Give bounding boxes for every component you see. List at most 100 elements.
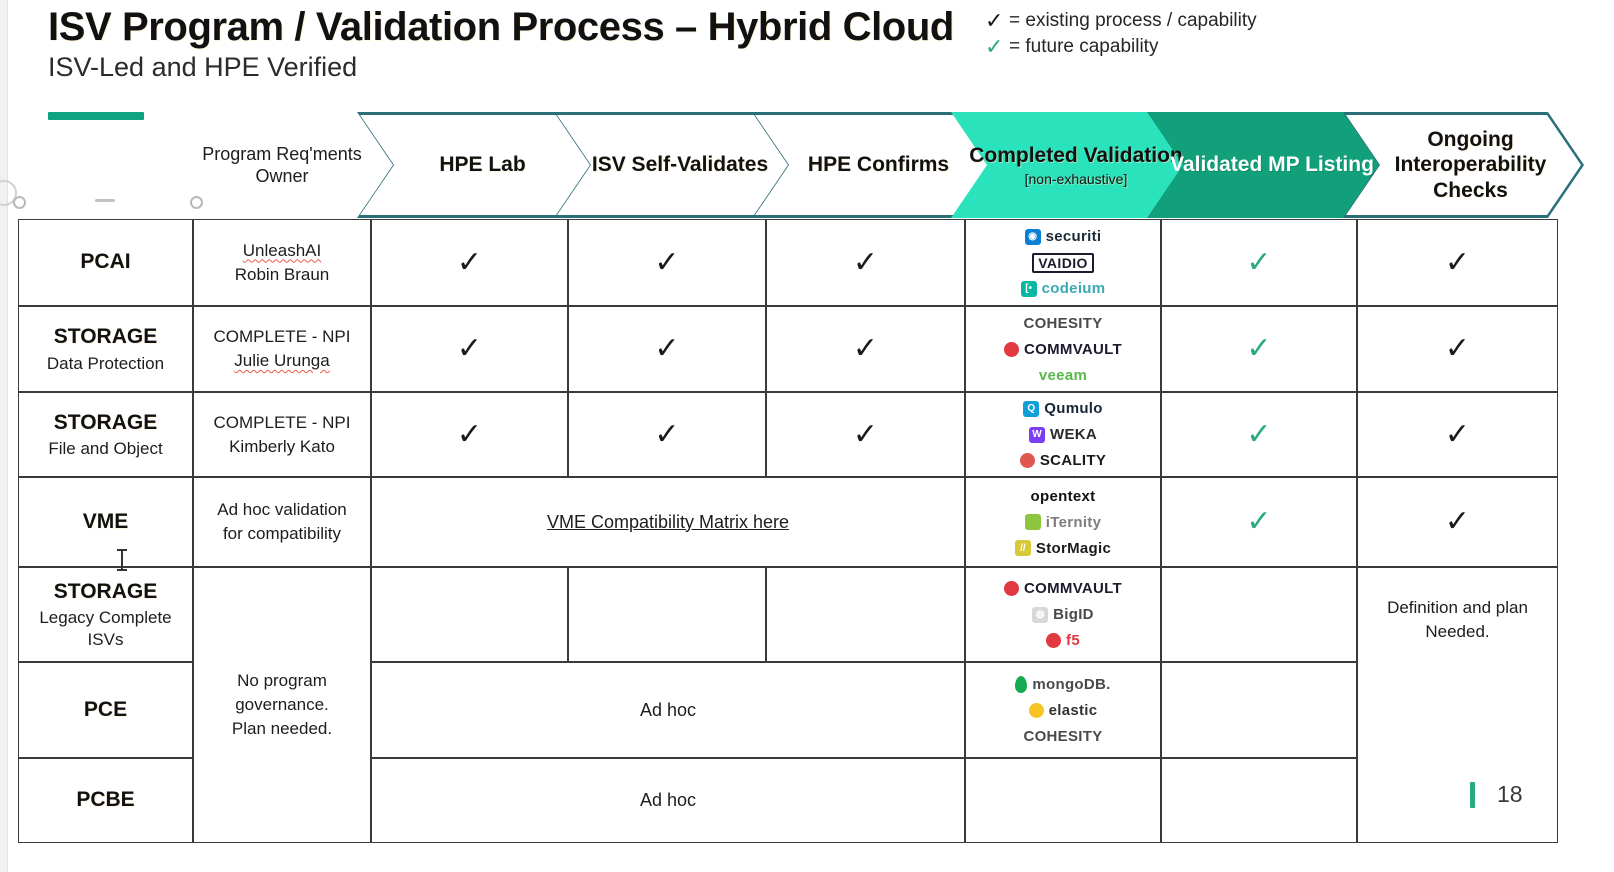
logo-stack: opentext iTernity//StorMagic (972, 487, 1154, 558)
page-number-block: 18 (1470, 781, 1523, 808)
selection-handle-middle[interactable] (95, 199, 115, 202)
owner-merged-line-1: No program (237, 671, 327, 691)
definition-plan-line-1: Definition and plan (1387, 598, 1528, 617)
stage-cell-empty-legacy-4 (766, 567, 965, 662)
logo-mark-icon (1046, 633, 1062, 648)
vme-compatibility-matrix-cell[interactable]: VME Compatibility Matrix here (371, 477, 965, 567)
logo-bigid: ◍BigID (1032, 605, 1094, 624)
chevron-inner-fill (1346, 115, 1581, 215)
stage-chevron-label: Validated MP Listing (1170, 153, 1374, 177)
legend: ✓ = existing process / capability ✓ = fu… (985, 8, 1257, 60)
legend-label-existing: = existing process / capability (1009, 10, 1257, 31)
stage-cell-isv_self-1: ✓ (568, 306, 766, 392)
logo-mark-icon (1004, 581, 1020, 596)
stage-chevron-label: Completed Validation[non-exhaustive] (969, 143, 1183, 187)
ongoing-checks-cell-1: ✓ (1357, 306, 1558, 392)
logo-veeam: veeam (1039, 366, 1087, 385)
page-subtitle: ISV-Led and HPE Verified (48, 52, 358, 82)
owner-line-2: Robin Braun (234, 264, 330, 284)
segment-cell-pcai-0: PCAI (18, 219, 193, 306)
logo-text: COHESITY (1023, 727, 1103, 745)
text-caret (117, 549, 127, 571)
logo-mark-icon (1004, 341, 1020, 357)
adhoc-cell-6: Ad hoc (371, 758, 965, 843)
mp-listing-cell-5 (1161, 662, 1357, 758)
segment-subtitle: File and Object (48, 439, 163, 458)
page-title: ISV Program / Validation Process – Hybri… (48, 5, 954, 49)
logo-mark-icon: Q (1023, 400, 1040, 417)
logo-scality: SCALITY (1019, 451, 1106, 470)
stage-chevron-2[interactable]: ISV Self-Validates (554, 112, 792, 218)
stage-cell-hpe_lab-1: ✓ (371, 306, 568, 392)
stage-chevron-3[interactable]: HPE Confirms (752, 112, 991, 218)
stage-chevron-1[interactable]: HPE Lab (357, 112, 594, 218)
logo-text: VAIDIO (1032, 252, 1094, 273)
stage-cell-empty-legacy-2 (371, 567, 568, 662)
stage-chevron-6[interactable]: Ongoing Interoperability Checks (1343, 112, 1584, 218)
adhoc-cell-5: Ad hoc (371, 662, 965, 758)
stage-cell-hpe_confirms-1: ✓ (766, 306, 965, 392)
check-icon-existing: ✓ (1444, 245, 1471, 279)
owner-line-1: UnleashAI (242, 240, 322, 260)
logo-mark-icon: [• (1020, 280, 1037, 297)
segment-cell-storage-2: STORAGE File and Object (18, 392, 193, 477)
segment-subtitle: Data Protection (46, 353, 165, 373)
logo-text: f5 (1066, 632, 1080, 649)
owner-line-1: COMPLETE - NPI (213, 327, 351, 347)
mp-listing-cell-1: ✓ (1161, 306, 1357, 392)
stage-cell-hpe_confirms-0: ✓ (766, 219, 965, 306)
logo-text: COHESITY (1023, 314, 1103, 332)
check-icon: ✓ (985, 8, 1004, 33)
check-icon-existing: ✓ (1444, 505, 1471, 538)
logo-mark-icon: // (1014, 540, 1031, 556)
vme-compatibility-matrix-link[interactable]: VME Compatibility Matrix here (546, 511, 790, 532)
stage-chevron-4[interactable]: Completed Validation[non-exhaustive] (951, 112, 1187, 218)
accent-bar (48, 112, 144, 120)
legend-label-future: = future capability (1009, 36, 1159, 57)
logo-text: iTernity (1045, 513, 1102, 531)
logo-text: BigID (1053, 606, 1094, 623)
mp-listing-cell-2: ✓ (1161, 392, 1357, 477)
left-gutter-strip (0, 0, 8, 872)
mp-listing-cell-4 (1161, 567, 1357, 662)
legend-item-existing: ✓ = existing process / capability (985, 8, 1257, 34)
stage-chevron-label: ISV Self-Validates (591, 153, 769, 177)
mp-listing-cell-6 (1161, 758, 1357, 843)
check-icon-existing: ✓ (654, 245, 680, 279)
check-icon-future: ✓ (1246, 417, 1272, 451)
owner-cell-0: UnleashAI Robin Braun (193, 219, 371, 306)
segment-title: PCAI (80, 250, 131, 274)
logo-mark-icon (1015, 675, 1028, 693)
logo-cohesity: COHESITY (1023, 314, 1102, 333)
selection-handle-right[interactable] (190, 196, 203, 209)
check-icon-existing: ✓ (654, 332, 680, 365)
logo-f5: f5 (1046, 631, 1080, 650)
check-icon-existing: ✓ (654, 417, 680, 451)
rotation-handle-arc[interactable] (0, 180, 17, 206)
stage-chevron-5[interactable]: Validated MP Listing (1147, 112, 1383, 218)
completed-validation-cell-6 (965, 758, 1161, 843)
mp-listing-cell-3: ✓ (1161, 477, 1357, 567)
segment-title: STORAGE (53, 410, 158, 434)
segment-title: STORAGE (53, 580, 158, 604)
owner-line-1: Ad hoc validation (217, 500, 347, 520)
segment-cell-pcbe-6: PCBE (18, 758, 193, 843)
check-icon-existing: ✓ (852, 417, 879, 451)
selection-handle-left[interactable] (13, 196, 26, 209)
logo-stormagic: //StorMagic (1014, 539, 1111, 558)
logo-text: mongoDB. (1032, 675, 1111, 693)
gutter-divider (7, 0, 8, 872)
